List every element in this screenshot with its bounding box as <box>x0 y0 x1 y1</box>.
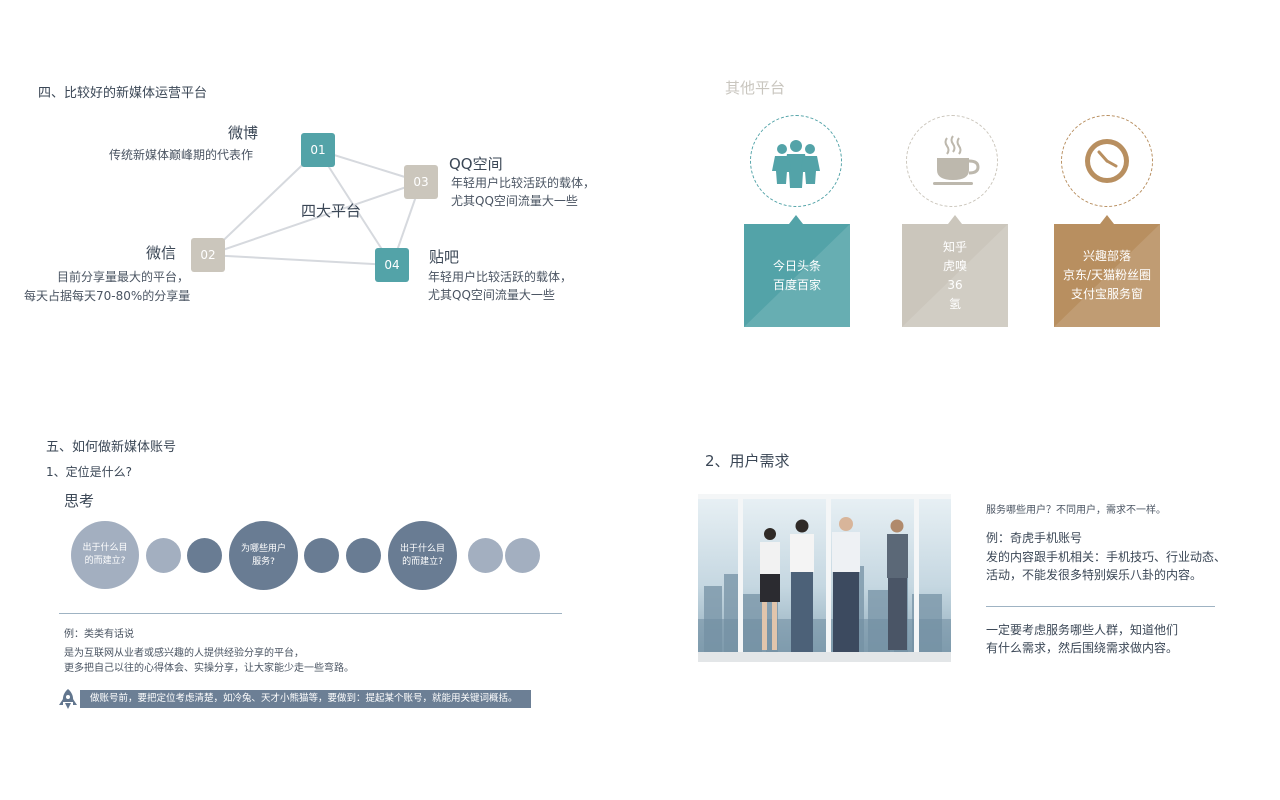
platform-card-line: 36 <box>947 277 963 292</box>
section-title-platforms: 四、比较好的新媒体运营平台 <box>38 86 208 101</box>
bubble-small <box>346 538 381 573</box>
platform-desc-tieba-line2: 尤其QQ空间流量大一些 <box>428 288 555 302</box>
bubble-users: 为哪些用户服务? <box>229 521 298 590</box>
platform-icon-circle-3 <box>1061 115 1153 207</box>
platform-name-tieba: 贴吧 <box>429 248 460 266</box>
bubble-small <box>187 538 222 573</box>
rocket-icon <box>59 689 77 709</box>
section-title-user-needs: 2、用户需求 <box>705 452 790 470</box>
office-window-photo <box>698 494 951 662</box>
needs-conclusion-line: 一定要考虑服务哪些人群，知道他们 <box>986 623 1179 637</box>
bubble-purpose-1: 出于什么目的而建立? <box>71 521 139 589</box>
platform-card-line: 虎嗅 <box>942 258 967 273</box>
platform-card-line: 京东/天猫粉丝圈 <box>1062 268 1152 282</box>
platform-card-line: 知乎 <box>942 239 967 254</box>
bubble-purpose-2: 出于什么目的而建立? <box>388 521 457 590</box>
bubble-small <box>468 538 503 573</box>
think-label: 思考 <box>64 492 95 510</box>
platform-card-line: 兴趣部落 <box>1082 249 1131 263</box>
section-title-account: 五、如何做新媒体账号 <box>46 440 177 455</box>
platform-desc-weixin-line1: 目前分享量最大的平台， <box>57 270 190 284</box>
example-label: 例：类类有话说 <box>64 629 134 640</box>
platform-node-02: 02 <box>191 238 225 272</box>
needs-line1: 服务哪些用户？不同用户，需求不一样。 <box>986 505 1166 516</box>
platform-connector-lines <box>207 149 422 266</box>
example-line: 是为互联网从业者或感兴趣的人提供经验分享的平台， <box>64 648 304 659</box>
platform-name-weibo: 微博 <box>228 124 259 142</box>
platform-card-line: 今日头条 <box>772 258 821 273</box>
platform-card-line: 支付宝服务窗 <box>1070 287 1143 301</box>
subtitle-positioning: 1、定位是什么? <box>46 465 133 479</box>
platform-icon-circle-2 <box>906 115 998 207</box>
platform-desc-qzone-line1: 年轻用户比较活跃的载体， <box>451 176 596 190</box>
needs-example-line: 活动，不能发很多特别娱乐八卦的内容。 <box>986 568 1203 582</box>
bubble-small <box>505 538 540 573</box>
platform-node-03: 03 <box>404 165 438 199</box>
section-title-other-platforms: 其他平台 <box>725 79 786 97</box>
platform-desc-weixin-line2: 每天占据每天70-80%的分享量 <box>24 289 191 303</box>
platform-card-line: 氢 <box>948 296 961 311</box>
platform-desc-weibo: 传统新媒体巅峰期的代表作 <box>109 148 254 162</box>
platform-desc-tieba-line1: 年轻用户比较活跃的载体， <box>428 270 573 284</box>
platform-node-04: 04 <box>375 248 409 282</box>
pointer-arrow-3 <box>1100 215 1114 224</box>
bubble-text: 出于什么目的而建立? <box>399 543 445 567</box>
platform-icon-circle-1 <box>750 115 842 207</box>
needs-conclusion-line: 有什么需求，然后围绕需求做内容。 <box>986 641 1179 655</box>
platform-name-qzone: QQ空间 <box>449 155 503 173</box>
people-group-icon <box>772 140 820 188</box>
platform-card-1: 今日头条 百度百家 <box>744 224 850 327</box>
needs-example-label: 例：奇虎手机账号 <box>986 531 1083 545</box>
platform-name-weixin: 微信 <box>146 244 177 262</box>
coffee-cup-icon <box>933 135 980 185</box>
bubble-text: 出于什么目的而建立? <box>82 543 128 566</box>
tip-banner: 做账号前，要把定位考虑清楚，如冷兔、天才小熊猫等，要做到：提起某个账号，就能用关… <box>80 690 531 708</box>
platform-card-line: 百度百家 <box>772 277 821 292</box>
needs-example-line: 发的内容跟手机相关：手机技巧、行业动态、 <box>986 550 1227 564</box>
divider-line <box>59 613 562 614</box>
example-line: 更多把自己以往的心得体会、实操分享，让大家能少走一些弯路。 <box>64 663 354 674</box>
platform-desc-qzone-line2: 尤其QQ空间流量大一些 <box>451 194 578 208</box>
pointer-arrow-2 <box>948 215 962 224</box>
center-label: 四大平台 <box>301 202 362 220</box>
platform-node-01: 01 <box>301 133 335 167</box>
clock-icon <box>1085 139 1129 183</box>
platform-card-2: 知乎 虎嗅 36 氢 <box>902 224 1008 327</box>
bubble-small <box>304 538 339 573</box>
platform-card-3: 兴趣部落 京东/天猫粉丝圈 支付宝服务窗 <box>1054 224 1160 327</box>
bubble-small <box>146 538 181 573</box>
needs-divider <box>986 606 1215 607</box>
bubble-text: 为哪些用户服务? <box>240 543 286 567</box>
pointer-arrow-1 <box>789 215 803 224</box>
